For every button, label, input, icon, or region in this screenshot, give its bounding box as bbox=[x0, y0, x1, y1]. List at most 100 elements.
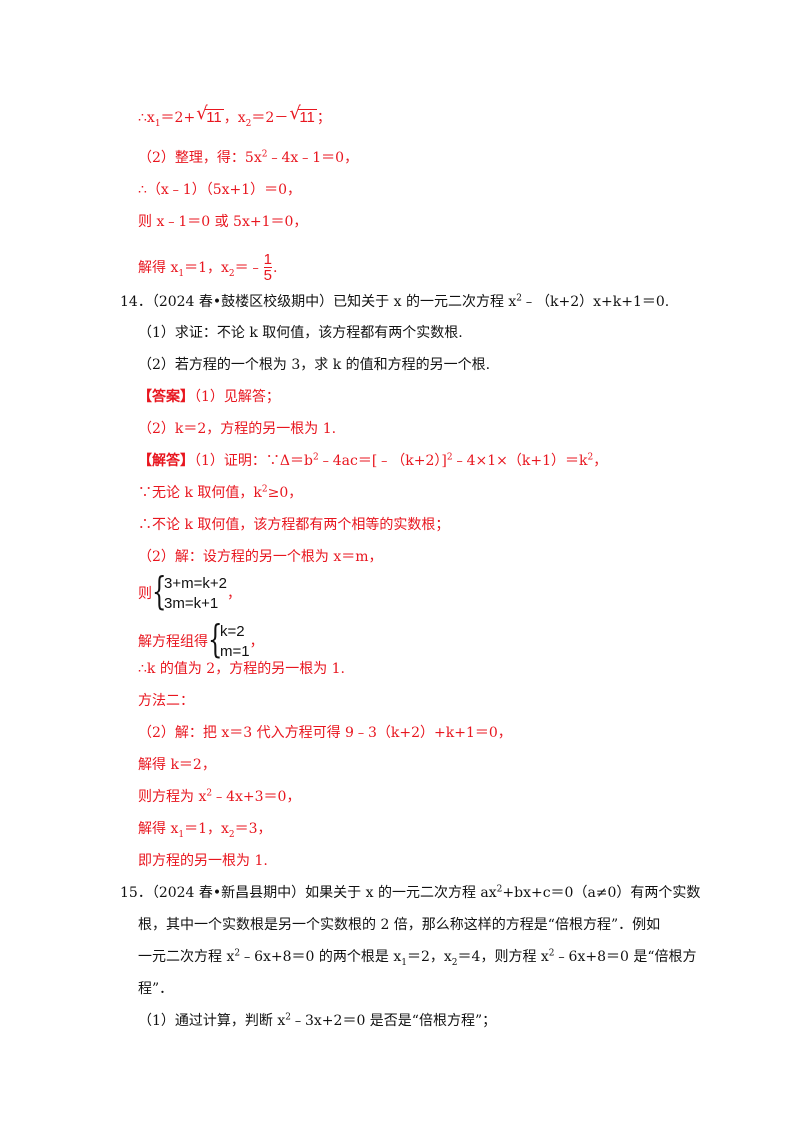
superscript: 2 bbox=[261, 484, 268, 495]
question-15-part-1: （1）通过计算，判断 x2﹣3x+2＝0 是否是“倍根方程”； bbox=[138, 1011, 496, 1031]
subscript: 2 bbox=[228, 268, 235, 279]
text: 则 bbox=[138, 586, 152, 602]
text: ； bbox=[316, 110, 331, 126]
text: ， bbox=[593, 453, 608, 469]
solution-line: （2）解：设方程的另一个根为 x＝m， bbox=[138, 549, 383, 565]
text: 解方程组得 bbox=[138, 634, 208, 650]
text: ＝4，则方程 x bbox=[457, 949, 549, 965]
superscript: 2 bbox=[587, 452, 594, 463]
text: ，x bbox=[223, 110, 246, 126]
text: ＝2，x bbox=[406, 949, 452, 965]
subscript: 2 bbox=[451, 957, 458, 968]
superscript: 2 bbox=[206, 788, 213, 799]
square-root: √11 bbox=[196, 103, 224, 126]
text: ＝﹣ bbox=[234, 260, 263, 276]
answer-line: （2）k＝2，方程的另一根为 1. bbox=[138, 421, 337, 437]
text: . bbox=[272, 260, 278, 276]
text: ﹣6x+8＝0 的两个根是 x bbox=[240, 949, 402, 965]
question-14-part-1: （1）求证：不论 k 取何值，该方程都有两个实数根. bbox=[138, 325, 463, 341]
text: 则方程为 x bbox=[138, 789, 207, 805]
text: 解得 x bbox=[138, 821, 179, 837]
text: ﹣4x+3＝0， bbox=[212, 789, 301, 805]
solution-line: ∴不论 k 取何值，该方程都有两个相等的实数根； bbox=[138, 517, 450, 533]
equation-row: 3+m=k+2 bbox=[164, 575, 227, 592]
superscript: 2 bbox=[285, 1012, 291, 1023]
equation-row: 3m=k+1 bbox=[164, 595, 219, 612]
question-14-part-2: （2）若方程的一个根为 3，求 k 的值和方程的另一个根. bbox=[138, 357, 491, 373]
superscript: 2 bbox=[446, 452, 453, 463]
subscript: 2 bbox=[245, 118, 252, 129]
question-14-stem: 14．（2024 春•鼓楼区校级期中）已知关于 x 的一元二次方程 x2﹣（k+… bbox=[120, 292, 669, 312]
subscript: 1 bbox=[178, 268, 185, 279]
text: ﹣（k+2）x+k+1＝0. bbox=[522, 294, 670, 310]
text: （1）证明：∵Δ＝b bbox=[194, 453, 313, 469]
subscript: 1 bbox=[154, 118, 161, 129]
subscript: 1 bbox=[178, 829, 185, 840]
superscript: 2 bbox=[312, 452, 319, 463]
solution-line: 方法二： bbox=[138, 693, 194, 709]
question-15-stem: 程”． bbox=[138, 981, 174, 997]
text: 一元二次方程 x bbox=[138, 949, 235, 965]
superscript: 2 bbox=[496, 884, 503, 895]
question-15-stem: 根，其中一个实数根是另一个实数根的 2 倍，那么称这样的方程是“倍根方程”．例如 bbox=[138, 917, 661, 933]
text: ＝1，x bbox=[184, 821, 229, 837]
text: （1）通过计算，判断 x bbox=[138, 1013, 286, 1029]
denominator: 5 bbox=[263, 267, 272, 284]
solution-line: 则 x﹣1＝0 或 5x+1＝0， bbox=[138, 214, 308, 230]
text: （2）整理，得：5x bbox=[138, 150, 262, 166]
radicand: 11 bbox=[298, 109, 317, 126]
equation-row: m=1 bbox=[220, 643, 250, 660]
question-15-stem: 一元二次方程 x2﹣6x+8＝0 的两个根是 x1＝2，x2＝4，则方程 x2﹣… bbox=[138, 947, 697, 967]
text: 解得 x bbox=[138, 260, 179, 276]
text: 14．（2024 春•鼓楼区校级期中）已知关于 x 的一元二次方程 x bbox=[120, 294, 517, 310]
solution-line: （2）解：把 x＝3 代入方程可得 9﹣3（k+2）+k+1＝0， bbox=[138, 725, 512, 741]
solution-roots-line: ∴x1＝2+√11，x2＝2－√11； bbox=[138, 103, 331, 129]
subscript: 2 bbox=[228, 829, 235, 840]
solution-line: 则方程为 x2﹣4x+3＝0， bbox=[138, 787, 300, 807]
text: ∴x bbox=[138, 110, 155, 126]
answer-line: 【答案】（1）见解答； bbox=[138, 387, 280, 407]
solution-tag: 【解答】 bbox=[138, 453, 194, 469]
solution-line: （2）整理，得：5x2﹣4x﹣1＝0， bbox=[138, 148, 358, 168]
equation-row: k=2 bbox=[220, 623, 245, 640]
text: ， bbox=[226, 586, 241, 602]
text: ﹣4ac＝[﹣（k+2）] bbox=[318, 453, 447, 469]
superscript: 2 bbox=[548, 948, 555, 959]
text: ＝1，x bbox=[184, 260, 229, 276]
text: 15．（2024 春•新昌县期中）如果关于 x 的一元二次方程 ax bbox=[120, 885, 497, 901]
solution-line: ∴（x﹣1）（5x+1）＝0， bbox=[138, 182, 302, 198]
solution-line: 即方程的另一根为 1. bbox=[138, 853, 268, 869]
solution-line: 解得 x1＝1，x2＝3， bbox=[138, 819, 272, 839]
text: （1）见解答； bbox=[194, 389, 280, 405]
text: ＝3， bbox=[234, 821, 272, 837]
text: ﹣4×1×（k+1）＝k bbox=[452, 453, 588, 469]
subscript: 1 bbox=[401, 957, 407, 968]
solution-line: ∴k 的值为 2，方程的另一根为 1. bbox=[138, 661, 346, 677]
radicand: 11 bbox=[205, 109, 224, 126]
text: ∵无论 k 取何值，k bbox=[138, 485, 262, 501]
superscript: 2 bbox=[516, 293, 523, 304]
solution-line: ∵无论 k 取何值，k2≥0， bbox=[138, 483, 302, 503]
numerator: 1 bbox=[263, 251, 272, 268]
text: ＝2+ bbox=[160, 110, 196, 126]
text: ≥0， bbox=[267, 485, 303, 501]
solution-line: 解得 k＝2， bbox=[138, 757, 216, 773]
solution-header-line: 【解答】（1）证明：∵Δ＝b2﹣4ac＝[﹣（k+2）]2﹣4×1×（k+1）＝… bbox=[138, 451, 607, 471]
text: ， bbox=[249, 634, 264, 650]
text: ﹣3x+2＝0 是否是“倍根方程”； bbox=[291, 1013, 497, 1029]
superscript: 2 bbox=[261, 149, 268, 160]
text: ﹣4x﹣1＝0， bbox=[267, 150, 359, 166]
text: +bx+c＝0（a≠0）有两个实数 bbox=[502, 885, 701, 901]
square-root: √11 bbox=[289, 103, 317, 126]
question-15-stem: 15．（2024 春•新昌县期中）如果关于 x 的一元二次方程 ax2+bx+c… bbox=[120, 883, 700, 903]
text: ﹣6x+8＝0 是“倍根方 bbox=[554, 949, 697, 965]
answer-tag: 【答案】 bbox=[138, 389, 194, 405]
superscript: 2 bbox=[234, 948, 241, 959]
